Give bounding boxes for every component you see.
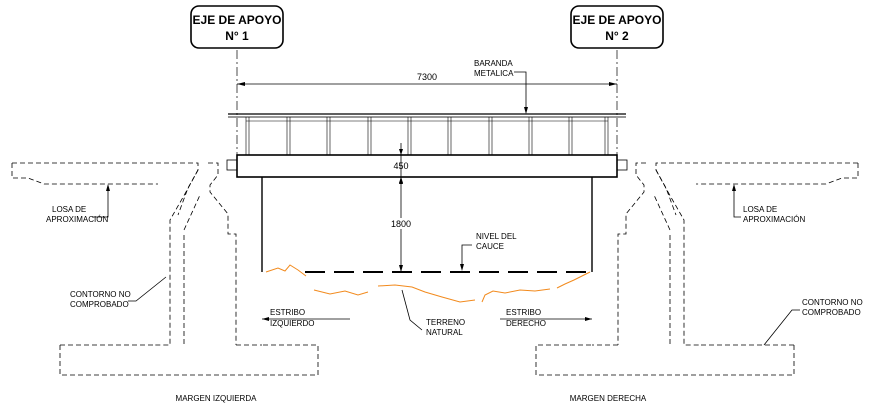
abutment-right-label-1: ESTRIBO [506, 308, 541, 317]
axis-1-line1: EJE DE APOYO [193, 13, 282, 27]
approach-slab-right-label-1: LOSA DE [743, 205, 777, 214]
natural-terrain [265, 264, 591, 303]
railing-leader [514, 71, 527, 112]
abutment-left-label-2: IZQUIERDO [270, 319, 314, 328]
contour-left-label-1: CONTORNO NO [70, 290, 131, 299]
channel-level-label-1: NIVEL DEL [476, 232, 517, 241]
axis-1-title-box: EJE DE APOYO N° 1 [190, 5, 284, 49]
axis-2-line2: N° 2 [605, 29, 629, 43]
natural-ground-leader [401, 289, 423, 331]
natural-ground-label-1: TERRENO [426, 318, 465, 327]
approach-slab-right-leader [733, 186, 741, 218]
right-bearing [616, 159, 628, 171]
abutment-right-label-2: DERECHO [506, 319, 546, 328]
deck-depth-value: 450 [393, 161, 408, 171]
axis-2-frame [570, 5, 664, 49]
abutment-left-label-1: ESTRIBO [270, 308, 305, 317]
right-abutment-contour [535, 162, 859, 376]
approach-slab-left-label-1: LOSA DE [52, 205, 86, 214]
deck-slab [236, 154, 618, 178]
contour-right-label-2: COMPROBADO [802, 308, 861, 317]
railing-label-1: BARANDA [474, 59, 513, 68]
contour-left-leader [128, 276, 167, 302]
clearance-dimension: 1800 [388, 177, 414, 272]
axis-1-line2: N° 1 [225, 29, 249, 43]
left-bearing [226, 159, 238, 171]
left-abutment-contour [11, 162, 319, 376]
railing-label-2: METALICA [474, 69, 514, 78]
axis-2-line1: EJE DE APOYO [573, 13, 662, 27]
approach-slab-left-leader [92, 186, 109, 218]
contour-right-leader [763, 309, 800, 346]
approach-slab-right-label-2: APROXIMACIÓN [743, 215, 805, 224]
approach-slab-left-label-2: APROXIMACIÓN [46, 215, 108, 224]
metal-railing [228, 113, 626, 155]
contour-right-label-1: CONTORNO NO [802, 298, 863, 307]
channel-level-leader [461, 244, 472, 268]
right-bank-label: MARGEN DERECHA [570, 394, 647, 403]
axis-1-frame [190, 5, 284, 49]
natural-ground-label-2: NATURAL [426, 328, 463, 337]
span-dimension: 7300 [237, 72, 617, 86]
span-value: 7300 [417, 72, 437, 82]
clearance-value: 1800 [391, 219, 411, 229]
left-bank-label: MARGEN IZQUIERDA [176, 394, 258, 403]
channel-level-label-2: CAUCE [476, 242, 504, 251]
axis-2-title-box: EJE DE APOYO N° 2 [570, 5, 664, 49]
contour-left-label-2: COMPROBADO [70, 300, 129, 309]
